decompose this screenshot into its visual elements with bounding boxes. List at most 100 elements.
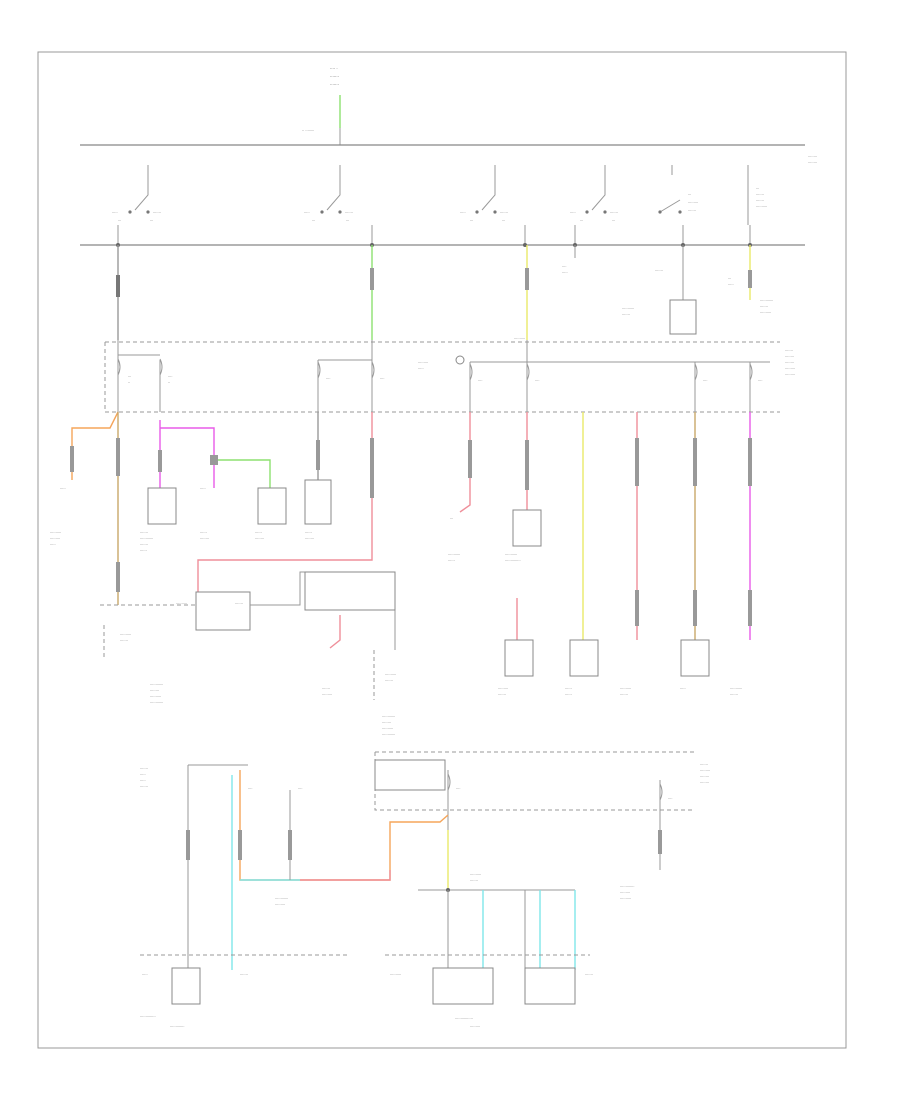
fuse-panel-border — [104, 341, 780, 413]
svg-text:··········: ·········· — [382, 727, 393, 731]
bottom-right-module: ················· ······················… — [385, 954, 593, 1029]
svg-text:···········: ··········· — [448, 553, 460, 557]
svg-text:····: ···· — [380, 377, 384, 381]
svg-text:··········: ·········· — [120, 633, 131, 637]
svg-text:········: ········ — [382, 721, 391, 725]
svg-text:···········: ··········· — [730, 687, 742, 691]
svg-text:····: ···· — [478, 379, 482, 383]
svg-text:········: ········ — [785, 361, 794, 365]
svg-text:···: ··· — [612, 219, 615, 223]
svg-text:·········: ········· — [620, 891, 630, 895]
svg-text:······: ······ — [305, 531, 312, 535]
svg-text:·······: ······· — [498, 693, 506, 697]
svg-text:·············: ············· — [170, 1025, 184, 1029]
relay-icon — [669, 299, 697, 335]
svg-text:····: ···· — [535, 379, 539, 383]
svg-text:······: ······ — [200, 531, 207, 535]
svg-text:·······: ······· — [153, 211, 161, 215]
svg-text:········: ········ — [808, 161, 817, 165]
svg-text:·······: ······· — [120, 639, 128, 643]
svg-text:··········: ·········· — [514, 337, 525, 341]
svg-text:············: ············ — [382, 733, 395, 737]
svg-text:·······: ······· — [140, 785, 148, 789]
svg-text:········: ········ — [305, 537, 314, 541]
svg-text:·····: ····· — [140, 779, 146, 783]
svg-text:·······: ······· — [760, 305, 768, 309]
svg-text:················: ················ — [455, 1017, 473, 1021]
svg-text:·· ········: ·· ········ — [302, 129, 314, 133]
diagram-frame — [37, 51, 847, 1049]
svg-text:········: ········ — [808, 155, 817, 159]
svg-text:··············: ·············· — [140, 1015, 156, 1019]
svg-text:···: ··· — [346, 219, 349, 223]
svg-text:········: ········ — [785, 355, 794, 359]
svg-text:·········: ········· — [700, 769, 710, 773]
svg-text:·······: ······· — [240, 973, 248, 977]
svg-text:···: ··· — [728, 277, 731, 281]
svg-text:·······: ······· — [620, 693, 628, 697]
svg-text:····: ···· — [703, 379, 707, 383]
svg-text:·······: ······· — [785, 349, 793, 353]
svg-text:·····: ····· — [562, 271, 568, 275]
svg-text:·······: ······· — [610, 211, 618, 215]
svg-text:·······: ······· — [688, 209, 696, 213]
ignition-switch-feed: ···· · ······· ······· ·· ········ — [302, 66, 341, 145]
feed-wires: ········· ······· ·················· ···… — [116, 245, 773, 340]
svg-text:···· ·: ···· · — [330, 66, 338, 71]
svg-text:······: ······ — [565, 687, 572, 691]
svg-text:···: ··· — [128, 375, 131, 379]
svg-text:·······: ······· — [330, 74, 339, 79]
svg-text:··: ·· — [128, 381, 130, 385]
svg-text:··········: ·········· — [470, 873, 481, 877]
svg-text:·······: ······· — [140, 543, 148, 547]
svg-text:············: ············ — [275, 897, 288, 901]
svg-text:·····: ····· — [728, 283, 734, 287]
svg-text:·······: ······· — [585, 973, 593, 977]
svg-text:·····: ····· — [570, 211, 576, 215]
svg-text:·······: ······· — [730, 693, 738, 697]
svg-text:····: ···· — [562, 265, 566, 269]
svg-text:·······: ······· — [140, 767, 148, 771]
svg-text:·········: ········· — [322, 693, 332, 697]
svg-text:··············: ·············· — [505, 559, 521, 563]
svg-text:···: ··· — [312, 219, 315, 223]
svg-text:······: ······ — [448, 559, 455, 563]
svg-text:············: ············ — [382, 715, 395, 719]
svg-text:············: ············ — [760, 299, 773, 303]
svg-text:········: ········ — [700, 781, 709, 785]
svg-text:·····: ····· — [418, 367, 424, 371]
svg-text:·····: ····· — [140, 773, 146, 777]
svg-text:·······: ······· — [322, 687, 330, 691]
svg-text:···: ··· — [470, 219, 473, 223]
svg-text:··········: ·········· — [50, 531, 61, 535]
svg-text:····: ···· — [326, 377, 330, 381]
svg-text:············: ············ — [140, 537, 153, 541]
svg-text:·········: ········· — [785, 373, 795, 377]
svg-text:·······: ······· — [470, 879, 478, 883]
svg-text:···: ··· — [688, 193, 691, 197]
svg-text:·············: ············· — [620, 885, 634, 889]
svg-text:·····: ····· — [460, 211, 466, 215]
svg-text:········: ········ — [255, 537, 264, 541]
svg-text:······: ······ — [255, 531, 262, 535]
electronic-module-left: ················· ················· ····… — [100, 571, 396, 737]
svg-text:······: ······ — [565, 693, 572, 697]
svg-text:·······: ······· — [756, 199, 764, 203]
svg-text:·······: ······· — [622, 313, 630, 317]
svg-text:·········: ········· — [418, 361, 428, 365]
svg-text:·········: ········· — [498, 687, 508, 691]
svg-text:·····: ····· — [304, 211, 310, 215]
component-box — [147, 487, 177, 525]
svg-text:·······: ······· — [235, 602, 243, 606]
svg-text:····: ···· — [298, 787, 302, 791]
svg-text:········: ········ — [150, 689, 159, 693]
svg-text:····: ···· — [168, 375, 172, 379]
svg-text:·········: ········· — [785, 367, 795, 371]
svg-text:·····: ····· — [680, 687, 686, 691]
svg-text:···: ··· — [150, 219, 153, 223]
svg-text:·······: ······· — [345, 211, 353, 215]
svg-text:·······: ······· — [756, 193, 764, 197]
svg-text:··········: ·········· — [176, 602, 187, 606]
svg-text:············: ············ — [150, 683, 163, 687]
